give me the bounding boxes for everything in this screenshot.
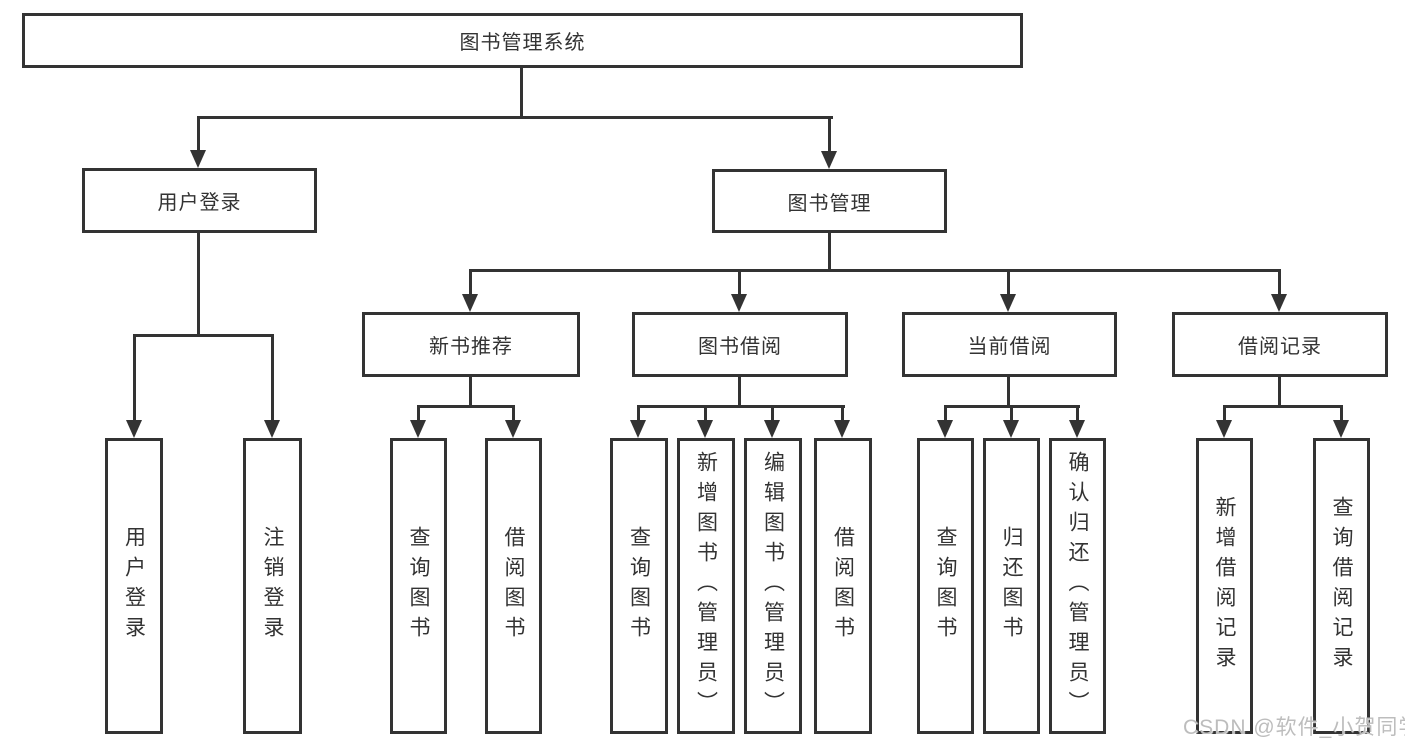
- connector-line: [469, 376, 472, 407]
- arrow-down-icon: [190, 150, 206, 168]
- connector-line: [637, 405, 845, 408]
- arrow-down-icon: [1216, 420, 1232, 438]
- connector-line: [1278, 376, 1281, 407]
- connector-line: [841, 405, 844, 422]
- leaf-query-borrow-record: 查询借阅记录: [1313, 438, 1370, 734]
- leaf-label: 借阅图书: [831, 526, 855, 646]
- arrow-down-icon: [731, 294, 747, 312]
- leaf-add-borrow-record: 新增借阅记录: [1196, 438, 1253, 734]
- leaf-query-books-current: 查询图书: [917, 438, 974, 734]
- connector-line: [197, 233, 200, 336]
- connector-line: [197, 116, 833, 119]
- arrow-down-icon: [410, 420, 426, 438]
- connector-line: [1223, 405, 1226, 422]
- leaf-label: 归还图书: [1000, 526, 1023, 646]
- connector-line: [944, 405, 947, 422]
- connector-line: [469, 269, 1281, 272]
- arrow-down-icon: [505, 420, 521, 438]
- leaf-confirm-return-admin: 确认归还（管理员）: [1049, 438, 1106, 734]
- leaf-add-books-admin: 新增图书（管理员）: [677, 438, 735, 734]
- connector-line: [133, 334, 136, 421]
- connector-line: [1076, 405, 1079, 422]
- leaf-edit-books-admin: 编辑图书（管理员）: [744, 438, 802, 734]
- node-borrow-records: 借阅记录: [1172, 312, 1388, 377]
- arrow-down-icon: [1271, 294, 1287, 312]
- leaf-query-books-borrow: 查询图书: [610, 438, 668, 734]
- connector-line: [417, 405, 420, 422]
- leaf-borrow-books-recommend: 借阅图书: [485, 438, 542, 734]
- leaf-label: 用户登录: [122, 526, 146, 646]
- arrow-down-icon: [697, 420, 713, 438]
- connector-line: [738, 376, 741, 407]
- arrow-down-icon: [264, 420, 280, 438]
- leaf-borrow-books: 借阅图书: [814, 438, 872, 734]
- connector-line: [1007, 269, 1010, 296]
- node-root-library-system: 图书管理系统: [22, 13, 1023, 68]
- arrow-down-icon: [764, 420, 780, 438]
- leaf-label: 编辑图书（管理员）: [761, 451, 785, 721]
- node-book-management: 图书管理: [712, 169, 947, 233]
- connector-line: [197, 116, 200, 152]
- arrow-down-icon: [1069, 420, 1085, 438]
- connector-line: [828, 116, 831, 153]
- connector-line: [520, 66, 523, 118]
- arrow-down-icon: [834, 420, 850, 438]
- leaf-label: 借阅图书: [502, 526, 525, 646]
- leaf-label: 查询借阅记录: [1330, 496, 1353, 676]
- node-book-borrow: 图书借阅: [632, 312, 848, 377]
- leaf-user-login: 用户登录: [105, 438, 163, 734]
- arrow-down-icon: [126, 420, 142, 438]
- connector-line: [271, 334, 274, 421]
- node-user-login: 用户登录: [82, 168, 317, 233]
- csdn-watermark: CSDN @软件_小贺同学: [1183, 716, 1405, 739]
- leaf-label: 查询图书: [407, 526, 430, 646]
- connector-line: [469, 269, 472, 296]
- arrow-down-icon: [1003, 420, 1019, 438]
- connector-line: [1007, 376, 1010, 407]
- leaf-return-books: 归还图书: [983, 438, 1040, 734]
- arrow-down-icon: [1333, 420, 1349, 438]
- leaf-label: 查询图书: [627, 526, 651, 646]
- leaf-label: 新增图书（管理员）: [694, 451, 718, 721]
- leaf-query-books-recommend: 查询图书: [390, 438, 447, 734]
- arrow-down-icon: [821, 151, 837, 169]
- connector-line: [1223, 405, 1343, 408]
- connector-line: [512, 405, 515, 422]
- connector-line: [1340, 405, 1343, 422]
- arrow-down-icon: [630, 420, 646, 438]
- connector-line: [738, 269, 741, 296]
- connector-line: [637, 405, 640, 422]
- connector-line: [828, 233, 831, 271]
- connector-line: [133, 334, 274, 337]
- leaf-logout: 注销登录: [243, 438, 302, 734]
- leaf-label: 查询图书: [934, 526, 957, 646]
- arrow-down-icon: [1000, 294, 1016, 312]
- leaf-label: 注销登录: [261, 526, 284, 646]
- arrow-down-icon: [937, 420, 953, 438]
- connector-line: [771, 405, 774, 422]
- connector-line: [417, 405, 515, 408]
- leaf-label: 新增借阅记录: [1213, 496, 1236, 676]
- connector-line: [704, 405, 707, 422]
- node-new-book-recommend: 新书推荐: [362, 312, 580, 377]
- leaf-label: 确认归还（管理员）: [1066, 451, 1089, 721]
- node-current-borrow: 当前借阅: [902, 312, 1117, 377]
- connector-line: [1010, 405, 1013, 422]
- arrow-down-icon: [462, 294, 478, 312]
- connector-line: [1278, 269, 1281, 296]
